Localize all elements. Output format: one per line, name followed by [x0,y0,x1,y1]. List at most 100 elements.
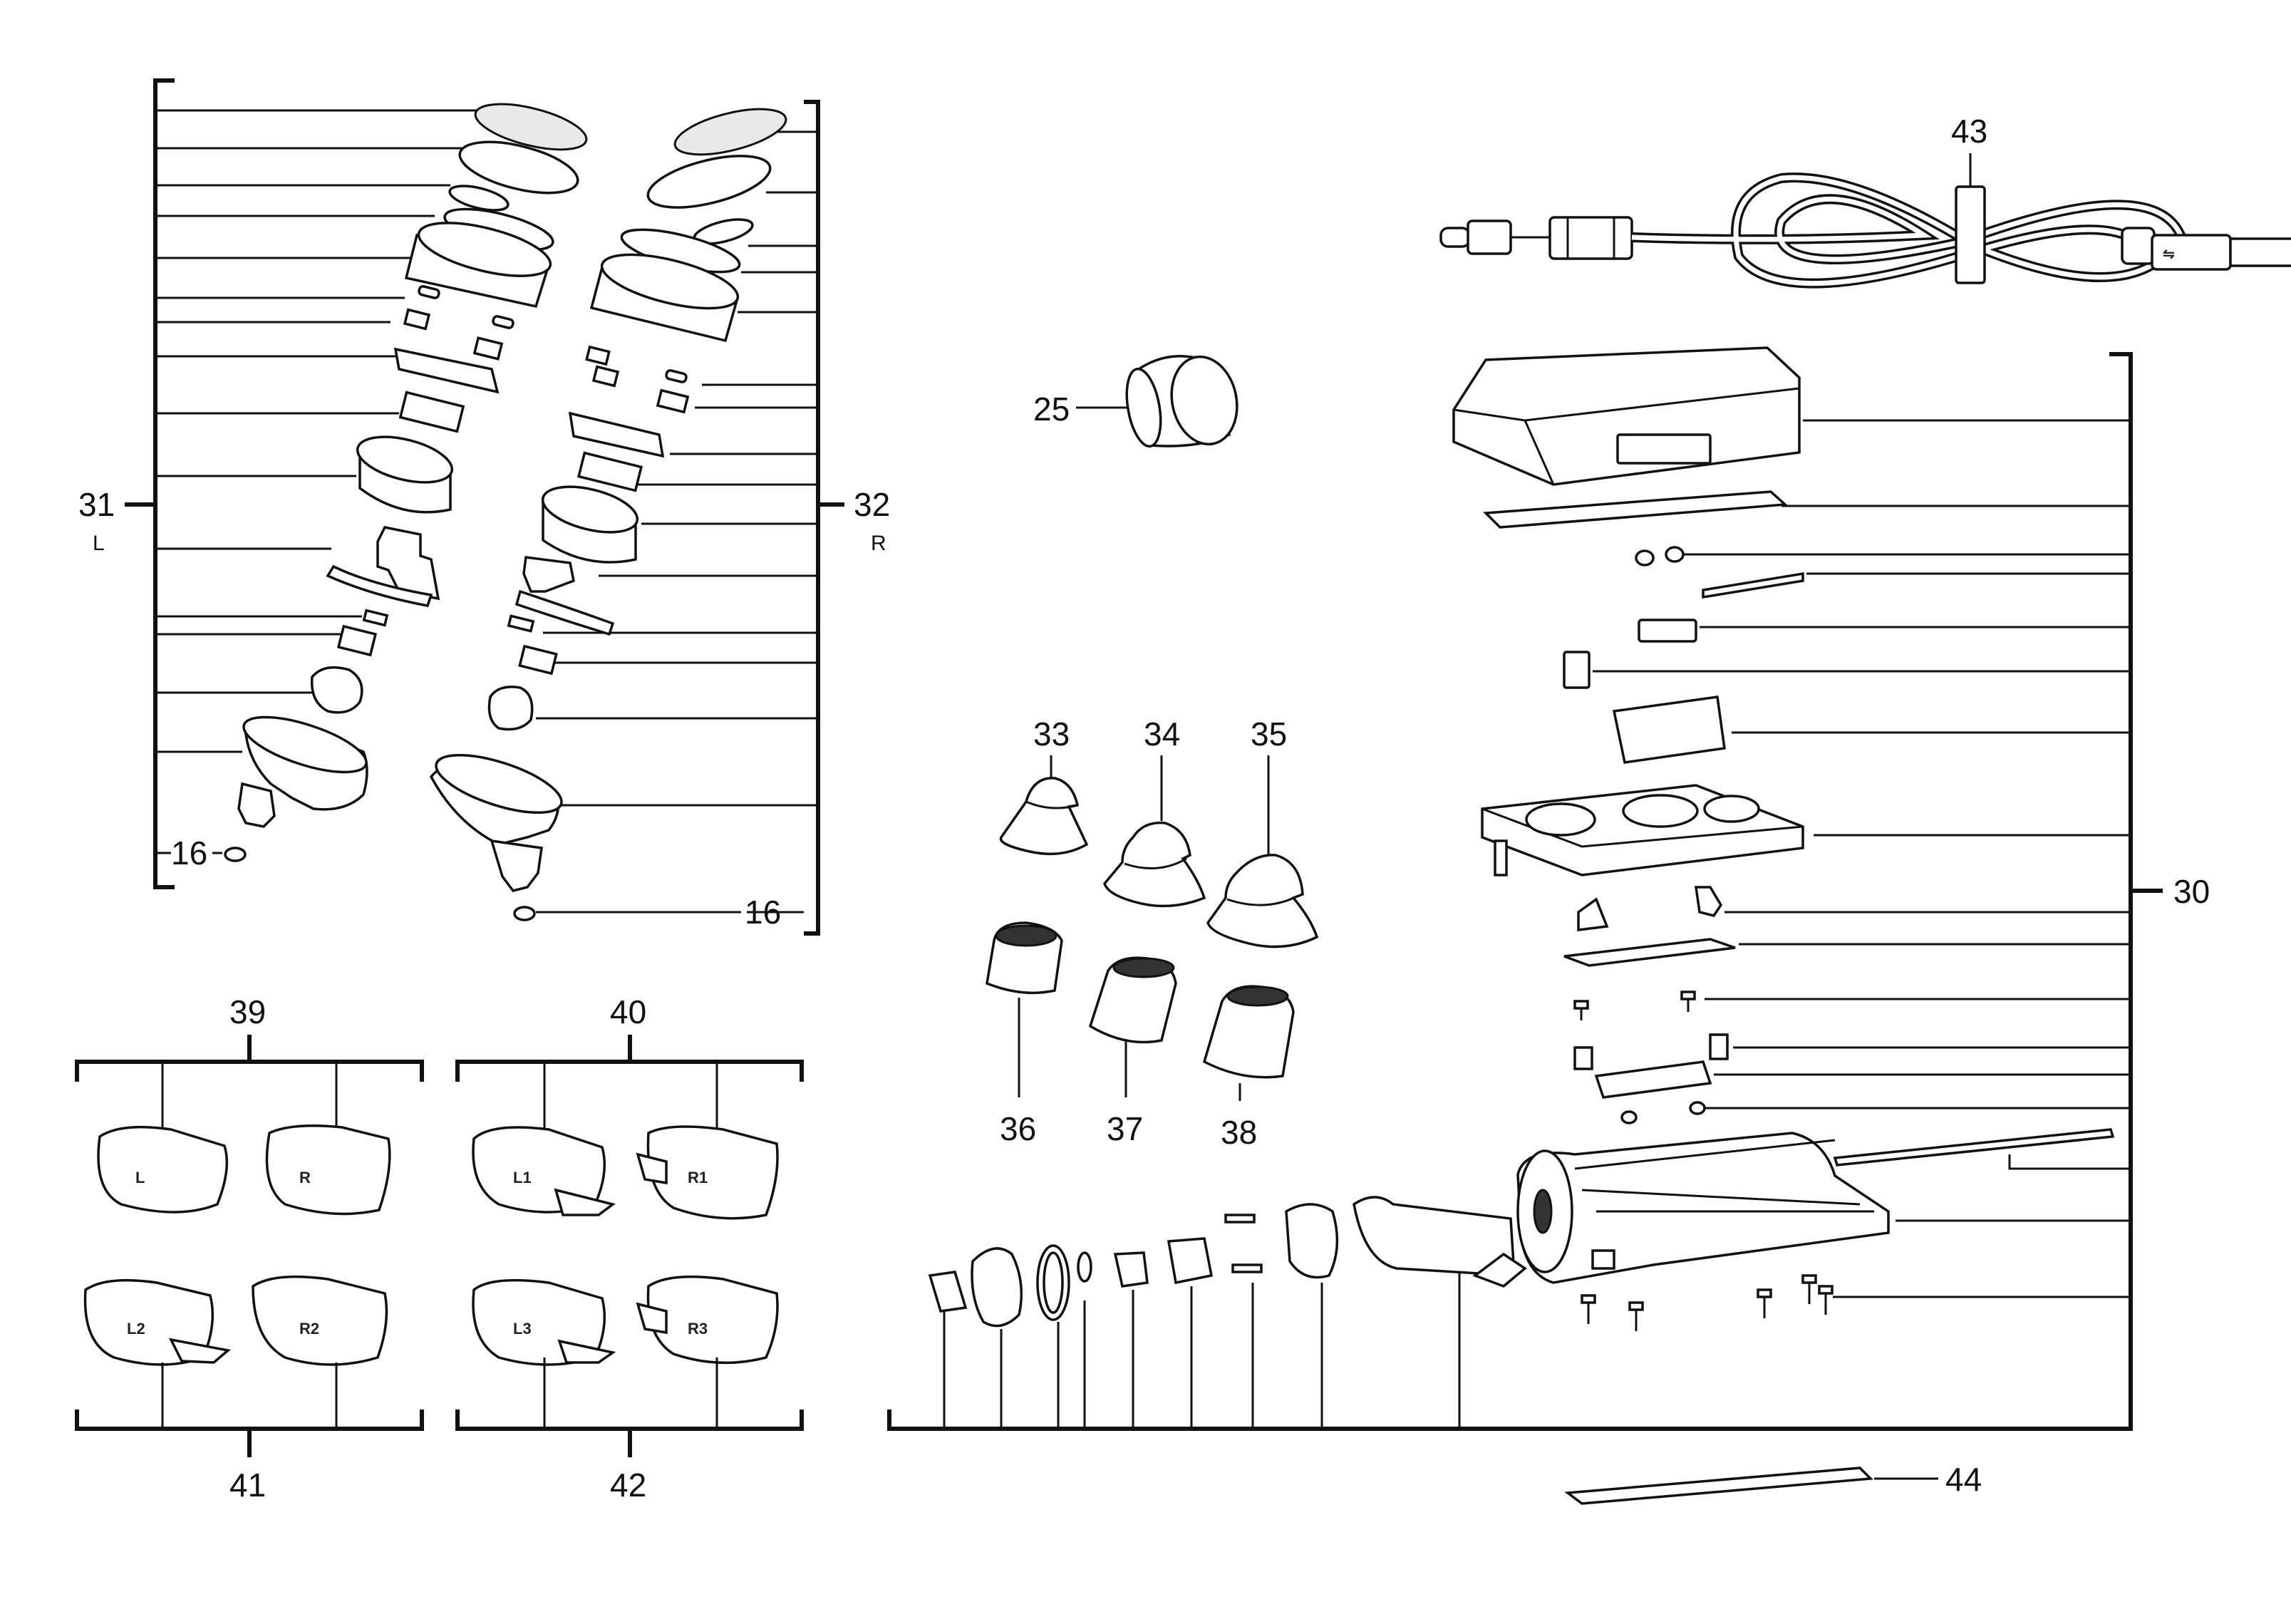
nozzle-right [490,839,543,892]
bracket-30 [887,352,2133,1431]
callout-37: 37 [1107,1110,1143,1147]
label-film [1483,490,1789,529]
fin-l3: L3 [472,1278,616,1366]
left-earbud-parts [237,103,588,828]
bracket-32 [804,100,820,936]
mesh-plate-left [458,140,579,195]
bracket-31 [153,78,175,889]
svg-text:R1: R1 [688,1169,708,1186]
callout-16-right: 16 [745,894,781,931]
callout-35: 35 [1251,715,1287,752]
connector-pin [1113,1251,1149,1288]
inner-tray [1481,784,1804,876]
callout-43: 43 [1951,113,1987,150]
button-cap [928,1271,968,1313]
fin-l2: L2 [83,1278,231,1366]
case-screws [1581,1274,1834,1331]
spring-contact-right [1709,1033,1729,1060]
svg-text:R2: R2 [299,1320,319,1338]
nozzle-left [237,782,276,828]
adhesive-sheet [1564,1467,1873,1505]
pin-rod [1702,571,1804,599]
driver-left [356,435,454,514]
fin-r: R [265,1124,391,1216]
battery-pack [1612,695,1726,764]
o-ring-right [513,906,536,921]
pcb-right [568,411,665,458]
charging-case-group: 30 [887,346,2210,1431]
foam-tip-37 [1088,956,1177,1044]
small-magnet [1563,651,1591,689]
part-44-group: 44 [1564,1461,1982,1505]
bracket-clip-right [522,556,576,593]
leader-lines-30 [1593,419,2131,1298]
callout-32: 32 [854,486,890,523]
ear-tip-34 [1103,821,1206,908]
fin-r1: R1 [636,1125,779,1220]
foam-tip-38 [1202,985,1295,1079]
usb-cable-group: 43 ⇋ [1439,113,2291,289]
left-earbud-group: 31 L 16 [78,78,588,889]
contact-strip [1563,938,1736,967]
spring-contact-left [1573,1046,1593,1070]
usb-a-plug: ⇋ [2121,227,2291,271]
fin-l: L [97,1125,229,1214]
fin-l1: L1 [472,1126,616,1216]
callout-40: 40 [610,993,646,1030]
driver-right [541,485,639,564]
connector-block [1167,1237,1214,1285]
hinge-rod [1833,1128,2115,1167]
bracket-39 [75,1060,424,1082]
svg-text:L1: L1 [513,1169,532,1186]
callout-41: 41 [229,1467,266,1504]
callout-44: 44 [1945,1461,1982,1498]
sleeve-right [487,686,534,731]
battery-left [398,391,465,433]
side-marker-right: R [871,532,886,555]
magnet-block [1638,619,1697,643]
pcb-left [393,347,500,394]
callout-25: 25 [1033,391,1070,428]
svg-text:L3: L3 [513,1320,532,1338]
part-25-group: 25 [1033,355,1238,448]
svg-text:L: L [135,1169,145,1186]
callout-31: 31 [78,486,115,523]
usb-c-plug [1439,219,1512,255]
mesh-plate-right [646,155,772,209]
fins-group-39-41: 39 L R L2 R2 41 [75,993,424,1504]
bracket-42 [455,1410,804,1431]
motor-housing [1285,1203,1339,1279]
ear-tips-group: 33 34 35 36 [986,715,1319,1151]
cover-plate-right [673,108,787,156]
svg-text:R: R [299,1169,311,1186]
bottom-parts-row [928,1196,1527,1429]
svg-text:⇋: ⇋ [2163,247,2175,262]
fin-r3: R3 [636,1275,779,1365]
right-earbud-parts [429,108,787,892]
case-lid [1452,346,1801,486]
case-body [1516,1132,1890,1284]
bracket-41 [75,1410,424,1431]
fins-group-40-42: 40 L1 R1 L3 R3 42 [455,993,804,1504]
callout-30: 30 [2173,873,2210,910]
fin-r2: R2 [252,1275,388,1366]
battery-right [576,451,643,492]
callout-34: 34 [1144,715,1180,752]
bracket-40 [455,1060,804,1082]
screw-a [1224,1214,1256,1224]
shell-left [237,715,368,828]
side-marker-left: L [93,532,105,555]
screws-small [1573,991,1696,1020]
cable-tie [1955,185,1986,284]
o-ring-left [224,847,247,862]
callout-36: 36 [1000,1110,1036,1147]
ferrite-core [1548,216,1633,260]
callout-33: 33 [1033,715,1070,752]
svg-text:R3: R3 [688,1320,708,1338]
port-housing [971,1247,1023,1328]
callout-42: 42 [610,1467,646,1504]
sleeve-left [310,666,363,714]
cover-plate-left [474,103,588,151]
hinge-assembly [1353,1196,1516,1277]
